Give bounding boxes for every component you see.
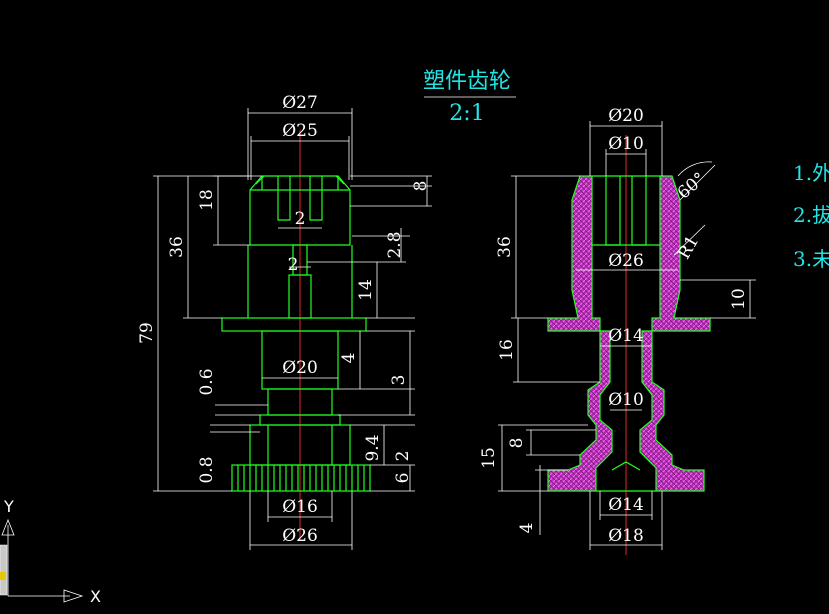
left-dim-0-6: 0.6 [197,368,217,395]
left-gear-base [231,464,371,492]
right-section-left-wall [547,175,601,332]
left-dim-d20: Ø20 [282,358,318,378]
right-dim-4: 4 [517,523,537,534]
left-dim-2-8: 2.8 [385,231,405,258]
left-dim-0-8: 0.8 [197,456,217,483]
right-dim-36: 36 [495,236,515,258]
right-dim-8: 8 [507,438,527,449]
right-section-right-body [639,330,705,492]
left-dim-79: 79 [137,322,157,344]
left-dim-3: 3 [389,375,409,386]
right-dim-10: 10 [729,288,749,310]
ucs-box-icon [0,544,8,596]
left-dim-14: 14 [356,279,376,301]
left-dim-8: 8 [411,181,431,192]
ucs-icon [0,518,84,603]
left-dim-36: 36 [167,236,187,258]
ucs-marker-icon [0,572,6,580]
right-section-left-body [547,330,613,492]
right-dim-d10a: Ø10 [608,134,644,154]
left-dim-4: 4 [339,353,359,364]
left-dim-d26: Ø26 [282,526,318,546]
ucs-x-label: X [90,587,101,606]
left-view: Ø27 Ø25 18 8 36 2 2.8 2 14 79 Ø20 4 3 0.… [137,93,432,550]
right-dim-16: 16 [497,339,517,361]
right-dim-d20: Ø20 [608,106,644,126]
right-dim-d10b: Ø10 [608,390,644,410]
left-dim-6: 6 [393,473,413,484]
left-dim-18: 18 [197,189,217,211]
right-dim-d14b: Ø14 [608,495,644,515]
right-dim-d26: Ø26 [608,251,644,271]
left-dim-2b: 2 [288,255,299,275]
drawing-title: 塑件齿轮 [423,69,511,94]
note-1: 1.外 [793,161,829,185]
ucs-y-label: Y [3,497,14,516]
right-dim-d14a: Ø14 [608,326,644,346]
left-dim-2c: 2 [393,451,413,462]
left-dim-d27: Ø27 [282,93,318,113]
left-dim-d25: Ø25 [282,121,318,141]
left-dim-d16: Ø16 [282,497,318,517]
note-2: 2.拔 [793,203,829,227]
left-dim-9-4: 9.4 [363,434,383,461]
left-dim-2a: 2 [295,209,306,229]
right-dim-15: 15 [479,447,499,469]
right-view: Ø20 Ø10 60° 36 Ø26 R1 10 16 Ø14 Ø10 8 15… [479,106,756,555]
left-flange [221,317,367,332]
right-section-right-wall [651,175,711,332]
drawing-scale: 2:1 [449,101,484,126]
note-3: 3.未 [793,247,829,271]
right-dim-d18: Ø18 [608,526,644,546]
